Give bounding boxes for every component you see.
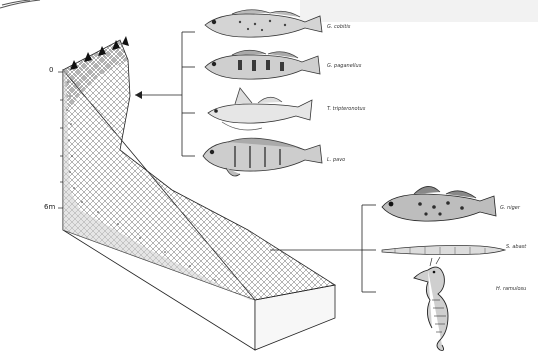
depth-ticks (58, 72, 63, 208)
depth-label-6m: 6m (44, 203, 55, 211)
goby-fish-icon (382, 194, 496, 221)
species-label-s-abast: S. abast (506, 244, 526, 250)
fish-g-niger (382, 186, 496, 221)
species-label-g-cobitis: G. cobitis (327, 24, 350, 30)
seahorse-icon (414, 267, 448, 350)
seabed-block-diagram (58, 36, 335, 350)
species-label-l-pavo: L. pavo (327, 157, 345, 163)
pointer-arrow-icon (135, 91, 142, 99)
fish-g-paganellus (205, 50, 320, 79)
blenny-fish-icon (203, 141, 322, 171)
fish-h-ramulosus (414, 257, 448, 350)
fish-l-pavo (203, 138, 322, 176)
species-label-g-paganellus: G. paganellus (327, 63, 361, 69)
seabed-slope-surface (63, 40, 335, 300)
pipefish-icon (382, 246, 505, 255)
species-label-h-ramulosus: H. ramulosu (496, 286, 526, 292)
corner-scratch (0, 0, 40, 8)
depth-label-surface: 0 (49, 66, 53, 74)
upper-bracket (135, 32, 195, 156)
species-label-g-niger: G. niger (500, 205, 520, 211)
triplefin-fish-icon (208, 100, 312, 123)
species-label-t-tripteronotus: T. tripteronotus (327, 106, 365, 112)
goby-fish-icon (205, 55, 320, 79)
scan-shadow (300, 0, 538, 22)
fish-s-abast (382, 246, 505, 255)
fish-t-tripteronotus (208, 88, 312, 130)
